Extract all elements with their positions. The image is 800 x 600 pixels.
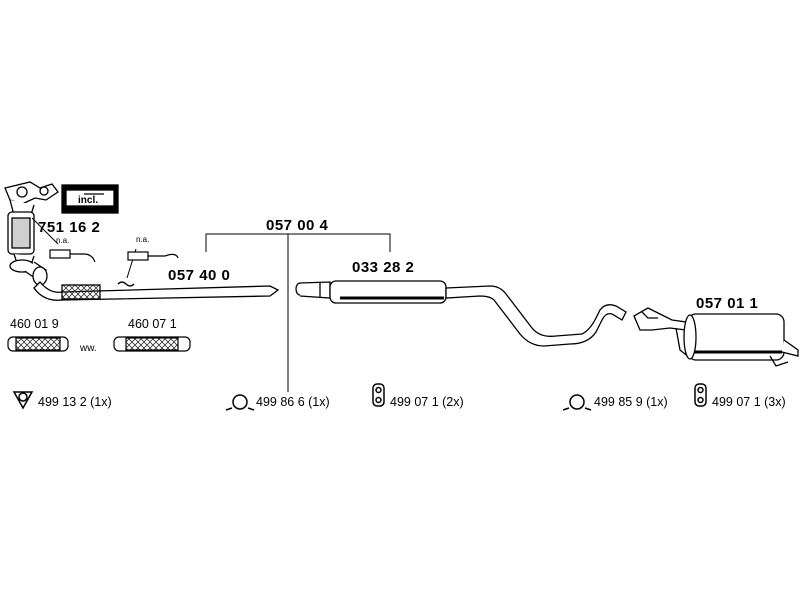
- lambda-sensor-right: [127, 251, 179, 261]
- sensor-left-note: n.a.: [56, 236, 70, 245]
- ring-clamp-icon: [562, 394, 592, 411]
- accessory-label: 499 07 1 (3x): [712, 395, 786, 409]
- pipe-group-bracket: [205, 233, 391, 392]
- accessory-label: 499 13 2 (1x): [38, 395, 112, 409]
- catalyst-assembly: [4, 181, 59, 286]
- center-pipe: [295, 280, 627, 347]
- center-muffler-part-number: 033 28 2: [352, 259, 415, 276]
- accessory-label: 499 85 9 (1x): [594, 395, 668, 409]
- lambda-sensor-left: [49, 249, 96, 263]
- front-pipe-part-number: 057 40 0: [168, 267, 231, 284]
- incl-label: incl.: [78, 195, 99, 206]
- flex-right-part-number: 460 07 1: [128, 317, 177, 331]
- accessory-label: 499 86 6 (1x): [256, 395, 330, 409]
- pipe-group-part-number: 057 00 4: [266, 217, 329, 234]
- ring-clamp-icon: [225, 394, 255, 411]
- flex-pipe-right: [113, 336, 191, 352]
- gasket-kit-box: [61, 184, 119, 214]
- flex-left-part-number: 460 01 9: [10, 317, 59, 331]
- rubber-hanger-icon: [372, 383, 385, 407]
- sensor-right-note: n.a.: [136, 235, 150, 244]
- catalyst-part-number: 751 16 2: [38, 219, 101, 236]
- triangle-clamp-icon: [12, 391, 34, 410]
- flex-connector-label: ww.: [80, 343, 97, 354]
- rear-muffler-part-number: 057 01 1: [696, 295, 759, 312]
- flex-pipe-left: [7, 336, 69, 352]
- accessory-label: 499 07 1 (2x): [390, 395, 464, 409]
- front-pipe: [33, 281, 280, 301]
- rear-muffler-assembly: [633, 307, 799, 367]
- rubber-hanger-icon: [694, 383, 707, 407]
